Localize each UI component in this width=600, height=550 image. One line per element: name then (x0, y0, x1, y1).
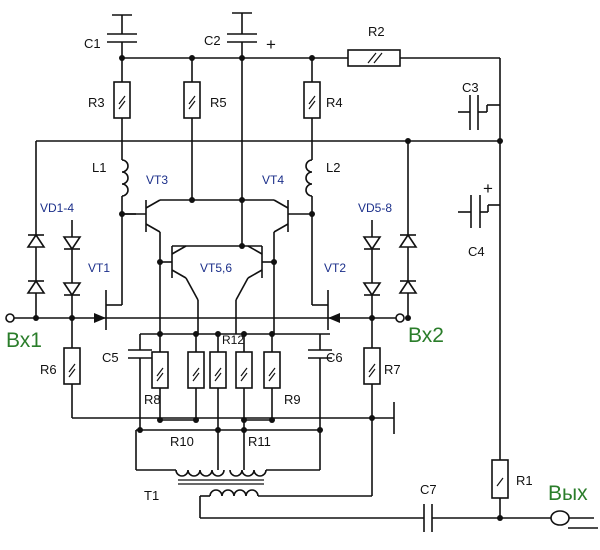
component-labels: C1 C2 + R2 C3 + C4 R3 R5 R4 L1 L2 VT3 VT… (6, 24, 588, 505)
label-r11: R11 (248, 434, 271, 449)
label-r4: R4 (326, 95, 343, 110)
label-vd5-8: VD5-8 (358, 201, 392, 215)
second-bus (36, 58, 501, 142)
input-resistors (63, 318, 395, 434)
label-vd1-4: VD1-4 (40, 201, 74, 215)
label-vt2: VT2 (324, 261, 346, 275)
label-l1: L1 (92, 160, 106, 175)
input-line (5, 313, 405, 323)
label-c6: C6 (326, 350, 343, 365)
label-c5: C5 (102, 350, 119, 365)
transformer-t1 (135, 418, 424, 519)
resistor-bank (151, 334, 281, 470)
label-r1: R1 (516, 473, 533, 488)
label-c2: C2 (204, 33, 221, 48)
label-vt5-6: VT5,6 (200, 261, 232, 275)
collector-resistors (113, 58, 321, 200)
transistors-vt3-vt4 (122, 199, 312, 300)
top-supply-rail (107, 12, 500, 67)
label-c4-plus: + (483, 179, 493, 198)
label-t1: T1 (144, 488, 159, 503)
diode-strings (26, 141, 418, 318)
output-stage (423, 459, 598, 532)
capacitor-c4 (458, 141, 501, 460)
label-r2: R2 (368, 24, 385, 39)
label-r3: R3 (88, 95, 105, 110)
label-vt1: VT1 (88, 261, 110, 275)
label-r6: R6 (40, 362, 57, 377)
junction-dots (33, 55, 503, 521)
label-vt3: VT3 (146, 173, 168, 187)
emitter-network (128, 300, 332, 430)
label-r12: R12 (222, 333, 244, 347)
label-r8: R8 (144, 392, 161, 407)
label-c4: C4 (468, 244, 485, 259)
label-r10: R10 (170, 434, 194, 449)
label-c7: C7 (420, 482, 437, 497)
label-c2-plus: + (266, 35, 276, 54)
label-output: Вых (548, 482, 588, 505)
label-input-1: Вх1 (6, 329, 42, 352)
transistors-vt1-vt2 (105, 214, 329, 330)
transistors-vt5-vt6 (160, 58, 274, 301)
label-input-2: Вх2 (408, 324, 444, 347)
label-r7: R7 (384, 362, 401, 377)
label-r5: R5 (210, 95, 227, 110)
label-l2: L2 (326, 160, 340, 175)
label-c3: C3 (462, 80, 479, 95)
label-r9: R9 (284, 392, 301, 407)
label-vt4: VT4 (262, 173, 284, 187)
label-c1: C1 (84, 36, 101, 51)
